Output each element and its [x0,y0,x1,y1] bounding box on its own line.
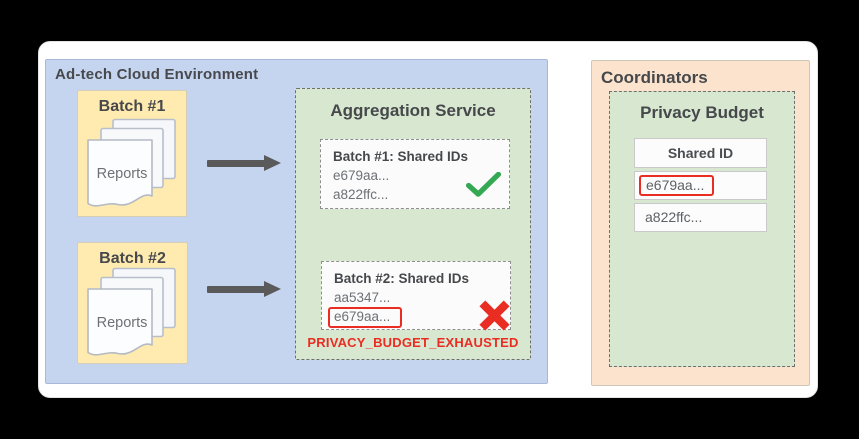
batch-2-shared-ids-title: Batch #2: Shared IDs [334,271,470,286]
privacy-budget-box: Privacy Budget Shared ID e679aa... a822f… [609,91,795,367]
adtech-environment-box: Ad-tech Cloud Environment Batch #1 Repor… [45,59,548,384]
red-highlight-box: e679aa... [639,175,715,196]
batch-1-title: Batch #1 [98,98,166,115]
reports-label: Reports [96,315,148,331]
batch-1-flow-arrow-icon [207,155,281,171]
check-icon [465,171,502,202]
batch-1-box: Batch #1 Reports [77,90,187,217]
aggregation-service-box: Aggregation Service Batch #1: Shared IDs… [295,88,531,360]
batch-2-title: Batch #2 [99,250,166,267]
shared-id-table: Shared ID e679aa... a822ffc... [634,138,767,235]
diagram-card: Ad-tech Cloud Environment Batch #1 Repor… [38,41,818,398]
reports-stack-icon: Reports [86,118,180,214]
privacy-budget-exhausted-label: PRIVACY_BUDGET_EXHAUSTED [307,335,519,350]
reports-stack-icon: Reports [86,267,180,363]
batch-1-shared-ids-card: Batch #1: Shared IDs e679aa... a822ffc..… [320,139,510,209]
aggregation-service-title: Aggregation Service [330,101,496,120]
coordinators-box: Coordinators Privacy Budget Shared ID e6… [591,60,810,386]
shared-id-value: a822ffc... [333,187,389,202]
shared-id-table-header: Shared ID [634,138,767,168]
table-row: e679aa... [634,171,767,200]
reports-label: Reports [96,166,148,182]
batch-1-shared-ids-title: Batch #1: Shared IDs [333,149,469,164]
privacy-budget-title: Privacy Budget [640,103,764,122]
shared-id-value: aa5347... [334,290,391,305]
cross-icon [478,299,511,337]
batch-2-shared-ids-card: Batch #2: Shared IDs aa5347... e679aa... [321,261,511,331]
coordinators-title: Coordinators [601,68,708,87]
batch-2-box: Batch #2 Reports [77,242,188,364]
table-row: a822ffc... [634,203,767,232]
shared-id-value-highlighted: e679aa... [328,307,502,328]
batch-2-flow-arrow-icon [207,281,281,297]
shared-id-value: e679aa... [333,168,390,183]
red-highlight-box: e679aa... [328,307,403,328]
adtech-environment-title: Ad-tech Cloud Environment [55,66,259,83]
